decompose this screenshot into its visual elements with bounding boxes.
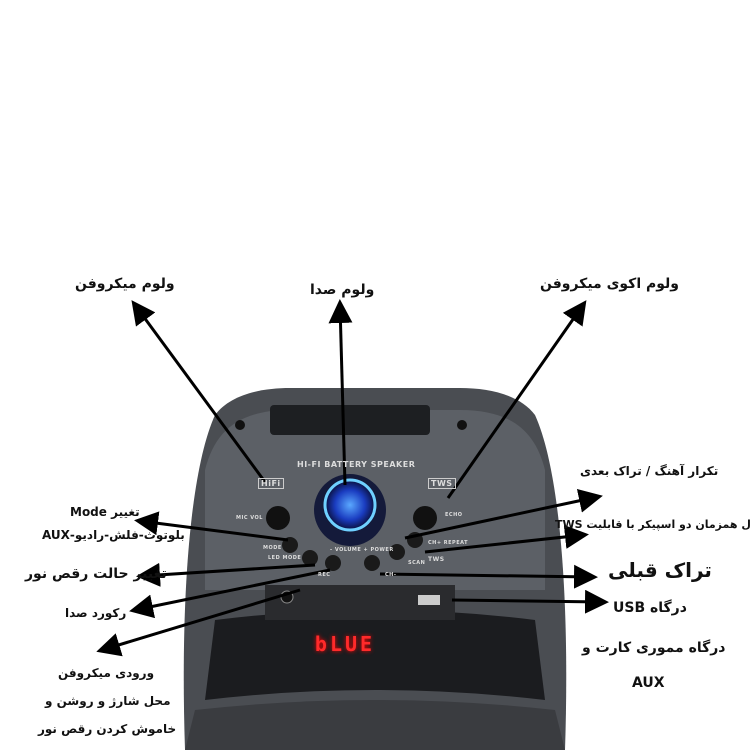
handle-slot bbox=[270, 405, 430, 435]
tws-panel-label: TWS bbox=[428, 556, 445, 563]
rec-label: REC bbox=[318, 572, 331, 578]
label-mode-sources: بلوتوث-فلش-رادیو-AUX bbox=[42, 528, 185, 542]
mode-label: MODE bbox=[263, 545, 282, 551]
hifi-badge: HiFi bbox=[258, 478, 284, 489]
label-mic-input: ورودی میکروفن bbox=[58, 666, 155, 680]
volume-power-label: - VOLUME + POWER bbox=[330, 547, 394, 553]
label-tws: اتصال همزمان دو اسپیکر با قابلیت TWS bbox=[555, 518, 750, 531]
label-prev-track: تراک قبلی bbox=[608, 558, 712, 582]
label-record: رکورد صدا bbox=[65, 606, 127, 620]
label-charge: محل شارژ و روشن و bbox=[45, 694, 171, 708]
tws-badge: TWS bbox=[428, 478, 456, 489]
label-next-repeat: تکرار آهنگ / تراک بعدی bbox=[580, 464, 719, 478]
brand-text: HI-FI BATTERY SPEAKER bbox=[297, 460, 416, 469]
label-memory-card: درگاه مموری کارت و bbox=[582, 640, 726, 656]
led-mode-label: LED MODE bbox=[268, 555, 302, 561]
label-aux: AUX bbox=[632, 675, 665, 691]
repeat-label: CH+ REPEAT bbox=[428, 540, 469, 546]
lower-recess bbox=[205, 610, 545, 700]
label-light-toggle: خاموش کردن رقص نور bbox=[38, 722, 177, 736]
label-light-mode: تغییر حالت رقص نور bbox=[25, 566, 167, 582]
label-mic-echo-volume: ولوم اکوی میکروفن bbox=[540, 276, 679, 292]
scan-label: SCAN bbox=[408, 560, 426, 566]
echo-knob bbox=[413, 506, 437, 530]
mic-vol-label: MIC VOL bbox=[236, 515, 263, 521]
echo-label: ECHO bbox=[445, 512, 463, 518]
led-display: bLUE bbox=[314, 632, 376, 656]
label-mode: تغییر Mode bbox=[70, 505, 140, 519]
label-usb: درگاه USB bbox=[613, 600, 687, 616]
mic-vol-knob bbox=[266, 506, 290, 530]
ch-minus-label: CH- bbox=[385, 572, 397, 578]
label-volume: ولوم صدا bbox=[310, 282, 375, 298]
label-mic-volume: ولوم میکروفن bbox=[75, 276, 175, 292]
